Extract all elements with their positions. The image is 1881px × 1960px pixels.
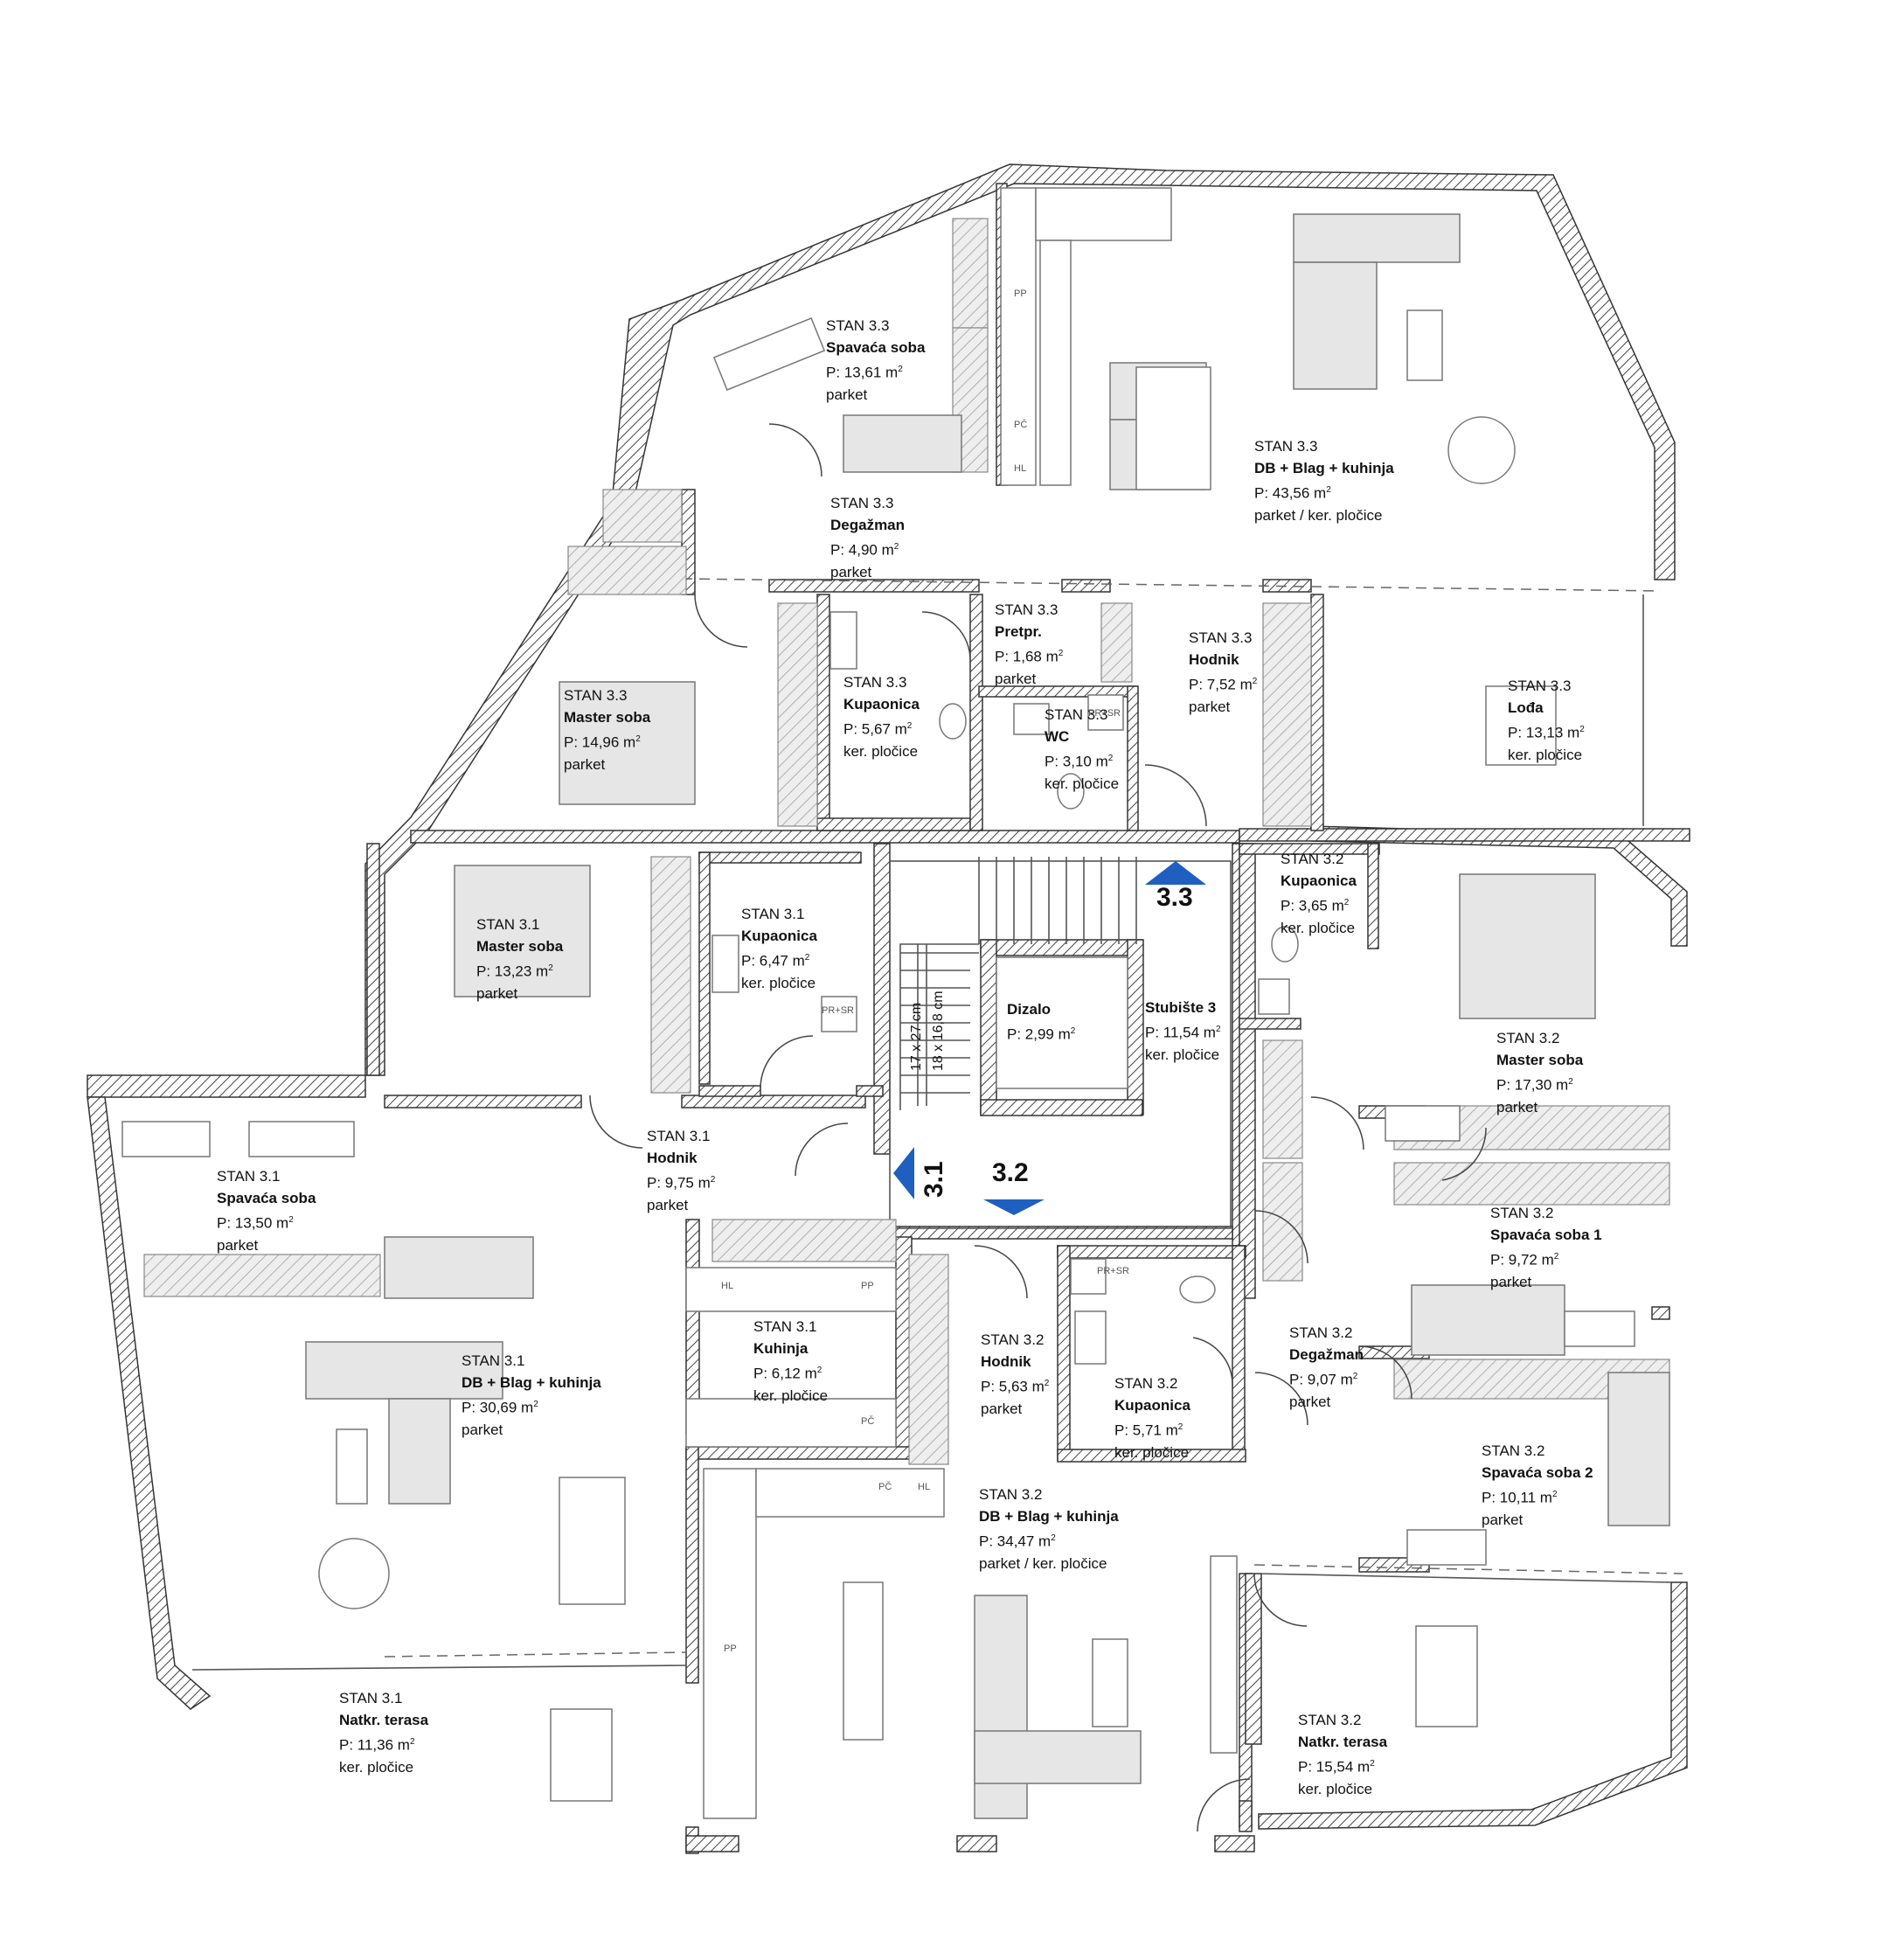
fixture-tag-hl-32: HL bbox=[918, 1482, 931, 1492]
room-s33-degazman: STAN 3.3 Degažman P: 4,90 m2 parket bbox=[830, 495, 906, 580]
fixture-tag-prsr-33: PR+SR bbox=[1088, 708, 1121, 719]
staircase bbox=[889, 857, 1232, 1229]
room-s33-kupaonica: STAN 3.3 Kupaonica P: 5,67 m2 ker. ploči… bbox=[843, 674, 920, 760]
room-s31-master: STAN 3.1 Master soba P: 13,23 m2 parket bbox=[476, 916, 564, 1002]
arrow-up-icon bbox=[1145, 861, 1206, 885]
doors bbox=[589, 423, 1487, 1832]
core-number-32: 3.2 bbox=[992, 1158, 1029, 1187]
glazing-lines bbox=[191, 578, 1683, 1671]
core-number-31: 3.1 bbox=[920, 1161, 948, 1198]
room-s33-wc: STAN 3.3 WC P: 3,10 m2 ker. pločice bbox=[1045, 706, 1120, 792]
fixture-tag-pp-33: PP bbox=[1014, 288, 1027, 299]
room-s31-spavaca: STAN 3.1 Spavaća soba P: 13,50 m2 parket bbox=[217, 1168, 316, 1254]
stair-dimension-b: 18 x 16,8 cm bbox=[931, 990, 946, 1071]
room-dizalo: Dizalo P: 2,99 m2 bbox=[1007, 1001, 1076, 1043]
room-s31-kuhinja: STAN 3.1 Kuhinja P: 6,12 m2 ker. pločice bbox=[753, 1318, 829, 1404]
room-s32-kupaonica-top: STAN 3.2 Kupaonica P: 3,65 m2 ker. ploči… bbox=[1281, 851, 1357, 936]
fixture-tag-pc-32: PČ bbox=[878, 1482, 892, 1492]
stair-dimension-a: 17 x 27 cm bbox=[909, 1002, 924, 1071]
core-number-33: 3.3 bbox=[1156, 883, 1193, 912]
room-s33-loda: STAN 3.3 Lođa P: 13,13 m2 ker. pločice bbox=[1508, 678, 1585, 763]
room-s32-db: STAN 3.2 DB + Blag + kuhinja P: 34,47 m2… bbox=[979, 1486, 1119, 1572]
fixture-tag-pc-31: PČ bbox=[861, 1416, 875, 1427]
room-s32-kupaonica: STAN 3.2 Kupaonica P: 5,71 m2 ker. ploči… bbox=[1114, 1375, 1190, 1461]
room-stubiste: Stubište 3 P: 11,54 m2 ker. pločice bbox=[1145, 999, 1221, 1063]
fixture-tag-pc-33: PČ bbox=[1014, 420, 1028, 430]
room-s31-hodnik: STAN 3.1 Hodnik P: 9,75 m2 parket bbox=[647, 1128, 716, 1213]
room-s33-spavaca: STAN 3.3 Spavaća soba P: 13,61 m2 parket bbox=[826, 317, 926, 403]
room-s32-terasa: STAN 3.2 Natkr. terasa P: 15,54 m2 ker. … bbox=[1298, 1712, 1388, 1797]
room-s33-master: STAN 3.3 Master soba P: 14,96 m2 parket bbox=[564, 687, 651, 773]
fixture-tag-prsr-32: PR+SR bbox=[1097, 1266, 1129, 1276]
furniture bbox=[121, 187, 1670, 1819]
fixture-tag-pp-31: PP bbox=[861, 1281, 874, 1291]
room-s31-terasa: STAN 3.1 Natkr. terasa P: 11,36 m2 ker. … bbox=[339, 1690, 429, 1776]
room-s33-pretpr: STAN 3.3 Pretpr. P: 1,68 m2 parket bbox=[995, 601, 1064, 687]
room-s31-kupaonica: STAN 3.1 Kupaonica P: 6,47 m2 ker. ploči… bbox=[741, 906, 817, 991]
core-arrows bbox=[893, 861, 1206, 1215]
arrow-left-icon bbox=[893, 1147, 914, 1199]
fixture-tag-hl-33: HL bbox=[1014, 463, 1027, 474]
room-s31-db: STAN 3.1 DB + Blag + kuhinja P: 30,69 m2… bbox=[462, 1352, 601, 1438]
room-s32-hodnik: STAN 3.2 Hodnik P: 5,63 m2 parket bbox=[981, 1331, 1050, 1417]
room-s32-master: STAN 3.2 Master soba P: 17,30 m2 parket bbox=[1496, 1030, 1584, 1116]
fixture-tag-prsr-31: PR+SR bbox=[822, 1005, 854, 1016]
fixture-tag-hl-31: HL bbox=[721, 1281, 734, 1291]
fixture-tag-pp-32: PP bbox=[724, 1644, 737, 1654]
interior-walls bbox=[366, 183, 1690, 1854]
room-s33-db: STAN 3.3 DB + Blag + kuhinja P: 43,56 m2… bbox=[1254, 438, 1394, 524]
arrow-down-icon bbox=[983, 1199, 1045, 1215]
room-s33-hodnik: STAN 3.3 Hodnik P: 7,52 m2 parket bbox=[1189, 629, 1258, 715]
room-s32-spavaca1: STAN 3.2 Spavaća soba 1 P: 9,72 m2 parke… bbox=[1490, 1205, 1602, 1290]
room-s32-spavaca2: STAN 3.2 Spavaća soba 2 P: 10,11 m2 park… bbox=[1482, 1442, 1593, 1528]
room-s32-degazman: STAN 3.2 Degažman P: 9,07 m2 parket bbox=[1289, 1324, 1364, 1410]
